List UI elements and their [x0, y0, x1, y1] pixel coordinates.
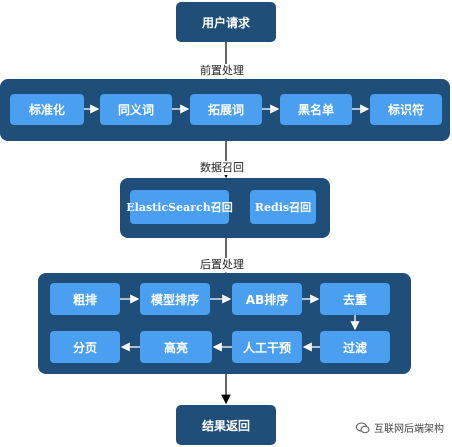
step-pagination: 分页: [50, 331, 120, 363]
watermark-text: 互联网后端架构: [374, 424, 444, 435]
watermark: 互联网后端架构: [356, 420, 444, 435]
step-blacklist: 黑名单: [280, 94, 352, 125]
start-node-label: 用户请求: [201, 15, 250, 30]
end-node-result-return: 结果返回: [176, 405, 276, 445]
stage-label-postprocess: 后置处理: [198, 258, 246, 272]
step-filter: 过滤: [320, 331, 390, 363]
step-identifier: 标识符: [370, 94, 442, 125]
step-synonyms: 同义词: [100, 94, 172, 125]
step-standardize: 标准化: [10, 94, 84, 125]
step-manual-intervention: 人工干预: [232, 331, 302, 363]
stage-label-preprocess: 前置处理: [198, 64, 246, 78]
step-ab-ranking: AB排序: [232, 283, 302, 315]
step-highlight: 高亮: [140, 331, 212, 363]
step-model-ranking: 模型排序: [140, 283, 210, 315]
start-node-user-request: 用户请求: [176, 2, 276, 42]
step-dedupe: 去重: [320, 283, 390, 315]
step-coarse-ranking: 粗排: [50, 283, 120, 315]
wechat-icon: [356, 422, 370, 433]
stage-label-recall: 数据召回: [198, 161, 246, 175]
step-redis-recall: Redis召回: [250, 190, 316, 224]
end-node-label: 结果返回: [201, 418, 250, 433]
step-expansion-words: 拓展词: [190, 94, 262, 125]
step-elasticsearch-recall: ElasticSearch召回: [126, 190, 233, 224]
